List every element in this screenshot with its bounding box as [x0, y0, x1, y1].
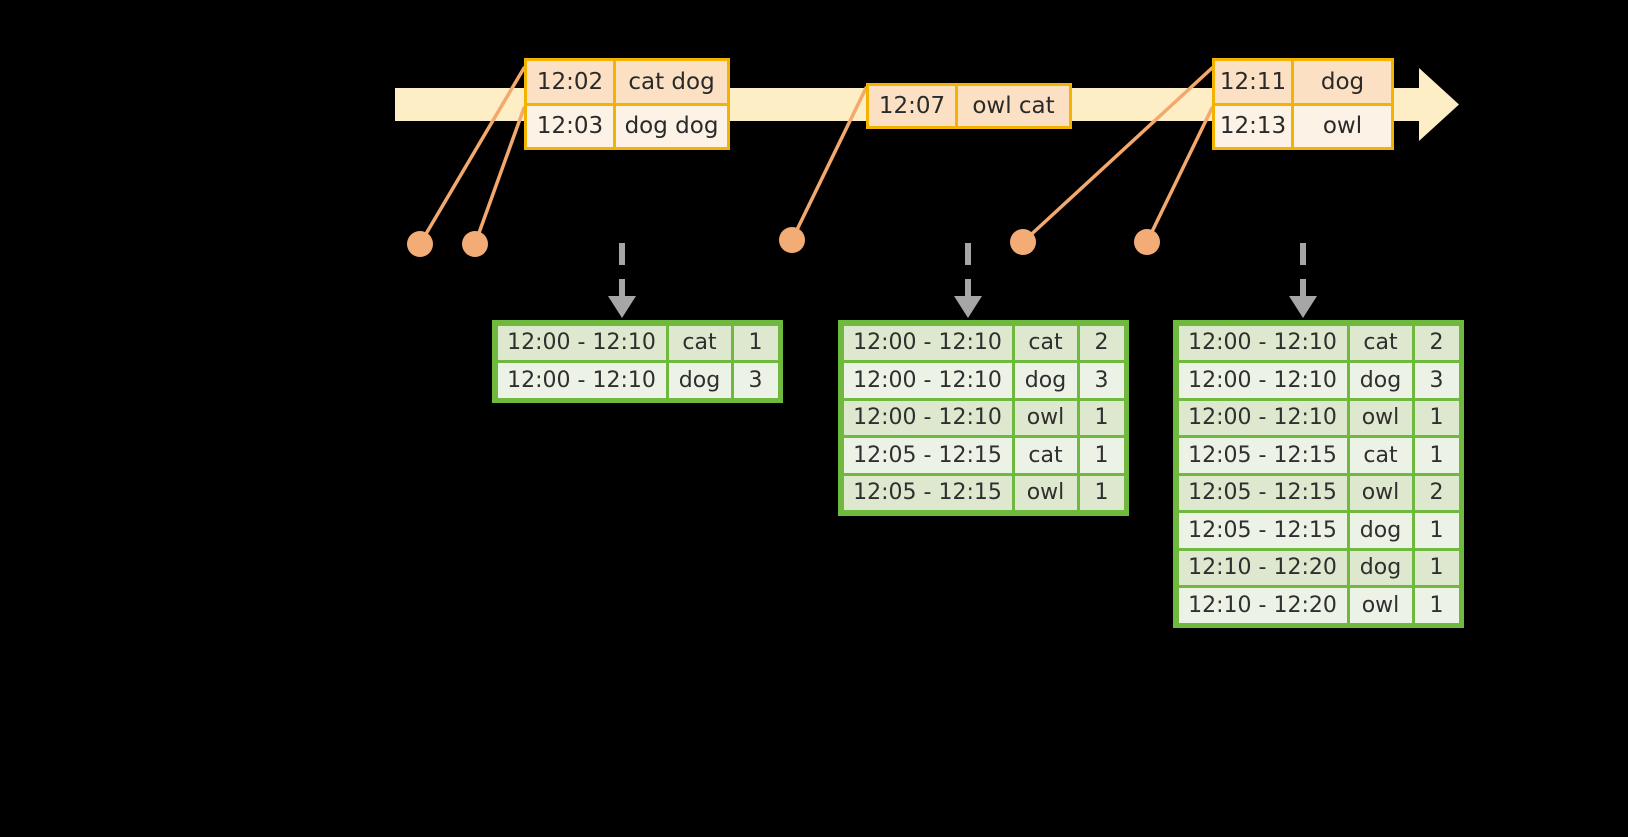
- table-row[interactable]: 12:00 - 12:10 dog 3: [842, 362, 1125, 400]
- cell-key: owl: [1349, 475, 1412, 510]
- result-table-1[interactable]: 12:00 - 12:10 cat 1 12:00 - 12:10 dog 3: [492, 320, 783, 403]
- event-value: dog: [1320, 68, 1365, 95]
- table-row[interactable]: 12:00 - 12:10 cat 2: [842, 324, 1125, 362]
- event-time: 12:02: [527, 61, 616, 103]
- timeline-event-row[interactable]: 12:13 owl: [1215, 102, 1391, 147]
- cell-key: dog: [1349, 513, 1412, 548]
- table-row[interactable]: 12:00 - 12:10 dog 3: [496, 362, 779, 400]
- cell-window: 12:10 - 12:20: [1178, 550, 1347, 585]
- event-time: 12:03: [527, 105, 616, 147]
- event-value: cat dog: [628, 68, 715, 95]
- cell-window: 12:00 - 12:10: [843, 400, 1012, 435]
- dot-2: [462, 231, 488, 257]
- event-value: owl cat: [972, 93, 1055, 119]
- table-row[interactable]: 12:05 - 12:15 owl 1: [842, 474, 1125, 512]
- cell-window: 12:00 - 12:10: [1178, 363, 1347, 398]
- cell-key: owl: [1349, 588, 1412, 623]
- cell-count: 1: [1414, 550, 1459, 585]
- cell-window: 12:00 - 12:10: [497, 325, 666, 360]
- connector-line-1: [418, 66, 526, 246]
- timeline-event-row[interactable]: 12:07 owl cat: [869, 86, 1069, 126]
- table-row[interactable]: 12:10 - 12:20 owl 1: [1177, 587, 1460, 625]
- arrow-head-2: [954, 296, 982, 318]
- event-time: 12:13: [1215, 105, 1294, 147]
- cell-count: 1: [1414, 513, 1459, 548]
- table-row[interactable]: 12:10 - 12:20 dog 1: [1177, 549, 1460, 587]
- timeline-event-group-1[interactable]: 12:02 cat dog 12:03 dog dog: [524, 58, 730, 150]
- cell-count: 1: [1079, 438, 1124, 473]
- cell-count: 1: [1079, 400, 1124, 435]
- cell-key: cat: [1014, 325, 1077, 360]
- cell-count: 3: [733, 363, 778, 398]
- event-dots: [407, 227, 1160, 257]
- cell-key: owl: [1014, 475, 1077, 510]
- cell-count: 3: [1414, 363, 1459, 398]
- table-row[interactable]: 12:00 - 12:10 cat 2: [1177, 324, 1460, 362]
- table-row[interactable]: 12:00 - 12:10 cat 1: [496, 324, 779, 362]
- arrow-head-3: [1289, 296, 1317, 318]
- cell-window: 12:00 - 12:10: [497, 363, 666, 398]
- cell-key: dog: [1349, 363, 1412, 398]
- table-row[interactable]: 12:00 - 12:10 owl 1: [842, 399, 1125, 437]
- cell-key: owl: [1014, 400, 1077, 435]
- cell-window: 12:05 - 12:15: [1178, 438, 1347, 473]
- connector-line-2: [473, 106, 526, 246]
- cell-window: 12:10 - 12:20: [1178, 588, 1347, 623]
- cell-window: 12:05 - 12:15: [1178, 475, 1347, 510]
- cell-count: 1: [1414, 438, 1459, 473]
- table-row[interactable]: 12:00 - 12:10 dog 3: [1177, 362, 1460, 400]
- timeline-event-group-2[interactable]: 12:07 owl cat: [866, 83, 1072, 129]
- event-time: 12:07: [869, 86, 958, 126]
- cell-window: 12:00 - 12:10: [843, 325, 1012, 360]
- cell-count: 3: [1079, 363, 1124, 398]
- dashed-arrows: [619, 243, 1306, 300]
- table-row[interactable]: 12:05 - 12:15 cat 1: [1177, 437, 1460, 475]
- event-time: 12:11: [1215, 61, 1294, 103]
- cell-window: 12:00 - 12:10: [843, 363, 1012, 398]
- cell-key: cat: [1349, 325, 1412, 360]
- timeline-event-group-3[interactable]: 12:11 dog 12:13 owl: [1212, 58, 1394, 150]
- result-table-2[interactable]: 12:00 - 12:10 cat 2 12:00 - 12:10 dog 3 …: [838, 320, 1129, 516]
- connector-line-3: [790, 86, 868, 242]
- cell-key: cat: [668, 325, 731, 360]
- cell-window: 12:05 - 12:15: [1178, 513, 1347, 548]
- result-table-3[interactable]: 12:00 - 12:10 cat 2 12:00 - 12:10 dog 3 …: [1173, 320, 1464, 628]
- dot-4: [1010, 229, 1036, 255]
- cell-window: 12:00 - 12:10: [1178, 400, 1347, 435]
- event-value: owl: [1322, 113, 1363, 140]
- dot-5: [1134, 229, 1160, 255]
- table-row[interactable]: 12:05 - 12:15 cat 1: [842, 437, 1125, 475]
- cell-window: 12:05 - 12:15: [843, 438, 1012, 473]
- dot-3: [779, 227, 805, 253]
- cell-key: cat: [1014, 438, 1077, 473]
- cell-key: dog: [668, 363, 731, 398]
- timeline-event-row[interactable]: 12:03 dog dog: [527, 102, 727, 147]
- cell-key: dog: [1349, 550, 1412, 585]
- cell-count: 1: [1414, 400, 1459, 435]
- cell-key: owl: [1349, 400, 1412, 435]
- cell-key: dog: [1014, 363, 1077, 398]
- table-row[interactable]: 12:05 - 12:15 dog 1: [1177, 512, 1460, 550]
- timeline-event-row[interactable]: 12:11 dog: [1215, 61, 1391, 103]
- cell-count: 2: [1414, 325, 1459, 360]
- cell-window: 12:05 - 12:15: [843, 475, 1012, 510]
- cell-count: 1: [1079, 475, 1124, 510]
- cell-count: 2: [1079, 325, 1124, 360]
- event-value: dog dog: [624, 113, 719, 140]
- timeline-event-row[interactable]: 12:02 cat dog: [527, 61, 727, 103]
- cell-count: 2: [1414, 475, 1459, 510]
- arrow-head-1: [608, 296, 636, 318]
- connector-line-5: [1145, 106, 1214, 244]
- cell-window: 12:00 - 12:10: [1178, 325, 1347, 360]
- table-row[interactable]: 12:05 - 12:15 owl 2: [1177, 474, 1460, 512]
- dashed-arrow-heads: [608, 296, 1317, 318]
- cell-count: 1: [733, 325, 778, 360]
- dot-1: [407, 231, 433, 257]
- cell-key: cat: [1349, 438, 1412, 473]
- cell-count: 1: [1414, 588, 1459, 623]
- table-row[interactable]: 12:00 - 12:10 owl 1: [1177, 399, 1460, 437]
